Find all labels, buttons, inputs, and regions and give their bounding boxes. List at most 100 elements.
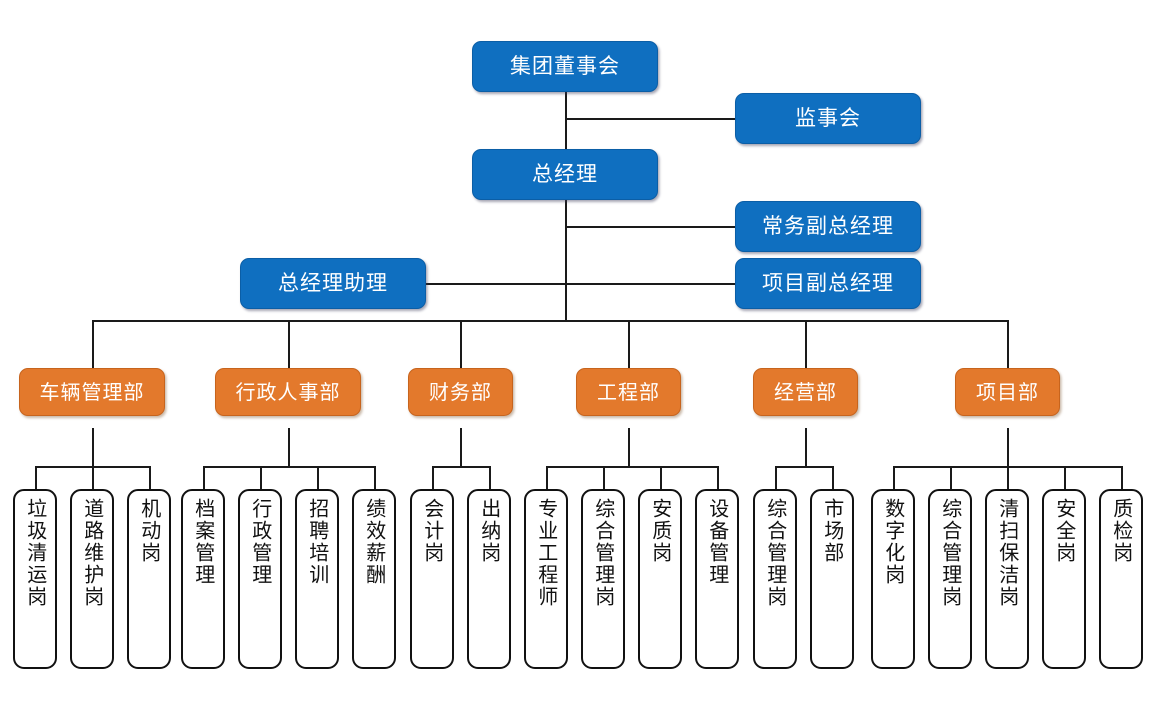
leaf-label: 设备管理	[705, 498, 730, 586]
node-supervisory-board[interactable]: 监事会	[735, 93, 921, 144]
node-department-engineering[interactable]: 工程部	[576, 368, 681, 416]
node-label: 项目副总经理	[762, 270, 894, 295]
line-bus-operations	[775, 466, 832, 468]
node-executive-vice-general-manager[interactable]: 常务副总经理	[735, 201, 921, 252]
line-stem-finance	[460, 428, 462, 466]
leaf-position-admin-hr-3[interactable]: 绩效薪酬	[352, 489, 396, 669]
leaf-position-project-2[interactable]: 清扫保洁岗	[985, 489, 1029, 669]
line-stem-admin-hr	[288, 428, 290, 466]
line-leaf-project-2	[1007, 466, 1009, 489]
line-bus-finance	[432, 466, 489, 468]
leaf-label: 综合管理岗	[763, 498, 788, 608]
line-drop-dept-engineering	[628, 320, 630, 368]
node-label: 监事会	[795, 105, 861, 130]
line-leaf-project-0	[893, 466, 895, 489]
node-department-vehicle[interactable]: 车辆管理部	[19, 368, 165, 416]
node-label: 行政人事部	[235, 380, 341, 404]
line-leaf-engineering-0	[546, 466, 548, 489]
line-leaf-admin-hr-2	[317, 466, 319, 489]
line-stem-project	[1007, 428, 1009, 466]
node-label: 总经理	[532, 161, 598, 186]
node-label: 常务副总经理	[762, 213, 894, 238]
line-leaf-project-4	[1121, 466, 1123, 489]
leaf-label: 安质岗	[648, 498, 673, 564]
line-leaf-vehicle-2	[149, 466, 151, 489]
line-stem-engineering	[628, 428, 630, 466]
node-department-admin-hr[interactable]: 行政人事部	[215, 368, 361, 416]
leaf-position-engineering-0[interactable]: 专业工程师	[524, 489, 568, 669]
leaf-label: 档案管理	[191, 498, 216, 586]
leaf-position-engineering-1[interactable]: 综合管理岗	[581, 489, 625, 669]
leaf-position-finance-0[interactable]: 会计岗	[410, 489, 454, 669]
leaf-label: 质检岗	[1109, 498, 1134, 564]
leaf-label: 招聘培训	[305, 498, 330, 586]
line-department-bus	[92, 320, 1008, 322]
leaf-position-vehicle-0[interactable]: 垃圾清运岗	[13, 489, 57, 669]
leaf-label: 综合管理岗	[591, 498, 616, 608]
line-drop-dept-admin-hr	[288, 320, 290, 368]
line-stem-operations	[805, 428, 807, 466]
line-leaf-vehicle-1	[92, 466, 94, 489]
leaf-position-vehicle-1[interactable]: 道路维护岗	[70, 489, 114, 669]
node-label: 车辆管理部	[39, 380, 145, 404]
leaf-label: 安全岗	[1052, 498, 1077, 564]
leaf-label: 行政管理	[248, 498, 273, 586]
leaf-label: 清扫保洁岗	[995, 498, 1020, 608]
leaf-position-engineering-3[interactable]: 设备管理	[695, 489, 739, 669]
line-leaf-engineering-1	[603, 466, 605, 489]
line-leaf-vehicle-0	[35, 466, 37, 489]
line-leaf-admin-hr-3	[374, 466, 376, 489]
node-department-project[interactable]: 项目部	[955, 368, 1060, 416]
leaf-label: 绩效薪酬	[362, 498, 387, 586]
node-board-of-directors[interactable]: 集团董事会	[472, 41, 658, 92]
leaf-position-project-3[interactable]: 安全岗	[1042, 489, 1086, 669]
leaf-label: 垃圾清运岗	[23, 498, 48, 608]
node-general-manager-assistant[interactable]: 总经理助理	[240, 258, 426, 309]
line-drop-dept-operations	[805, 320, 807, 368]
leaf-label: 数字化岗	[881, 498, 906, 586]
leaf-label: 市场部	[820, 498, 845, 564]
node-project-vice-general-manager[interactable]: 项目副总经理	[735, 258, 921, 309]
leaf-position-project-4[interactable]: 质检岗	[1099, 489, 1143, 669]
leaf-position-admin-hr-2[interactable]: 招聘培训	[295, 489, 339, 669]
line-board-to-gm	[565, 91, 567, 151]
leaf-label: 会计岗	[420, 498, 445, 564]
line-leaf-operations-0	[775, 466, 777, 489]
line-stem-vehicle	[92, 428, 94, 466]
node-label: 工程部	[597, 380, 660, 404]
line-drop-dept-vehicle	[92, 320, 94, 368]
leaf-label: 出纳岗	[477, 498, 502, 564]
line-to-project-vice-gm	[565, 283, 736, 285]
line-leaf-project-1	[950, 466, 952, 489]
node-label: 总经理助理	[278, 270, 388, 295]
leaf-position-operations-1[interactable]: 市场部	[810, 489, 854, 669]
leaf-label: 机动岗	[137, 498, 162, 564]
node-label: 经营部	[774, 380, 837, 404]
line-to-supervisory	[565, 118, 736, 120]
leaf-label: 道路维护岗	[80, 498, 105, 608]
leaf-position-finance-1[interactable]: 出纳岗	[467, 489, 511, 669]
leaf-position-operations-0[interactable]: 综合管理岗	[753, 489, 797, 669]
leaf-position-engineering-2[interactable]: 安质岗	[638, 489, 682, 669]
node-department-finance[interactable]: 财务部	[408, 368, 513, 416]
leaf-position-project-0[interactable]: 数字化岗	[871, 489, 915, 669]
leaf-label: 专业工程师	[534, 498, 559, 608]
line-gm-spine	[565, 198, 567, 321]
node-label: 项目部	[976, 380, 1039, 404]
line-leaf-admin-hr-0	[203, 466, 205, 489]
node-department-operations[interactable]: 经营部	[753, 368, 858, 416]
line-leaf-operations-1	[832, 466, 834, 489]
line-to-exec-vice-gm	[565, 226, 736, 228]
line-leaf-project-3	[1064, 466, 1066, 489]
leaf-position-vehicle-2[interactable]: 机动岗	[127, 489, 171, 669]
leaf-position-project-1[interactable]: 综合管理岗	[928, 489, 972, 669]
leaf-position-admin-hr-0[interactable]: 档案管理	[181, 489, 225, 669]
line-leaf-finance-1	[489, 466, 491, 489]
line-bus-admin-hr	[203, 466, 374, 468]
line-leaf-engineering-2	[660, 466, 662, 489]
leaf-label: 综合管理岗	[938, 498, 963, 608]
node-general-manager[interactable]: 总经理	[472, 149, 658, 200]
line-to-gm-assistant	[425, 283, 566, 285]
leaf-position-admin-hr-1[interactable]: 行政管理	[238, 489, 282, 669]
